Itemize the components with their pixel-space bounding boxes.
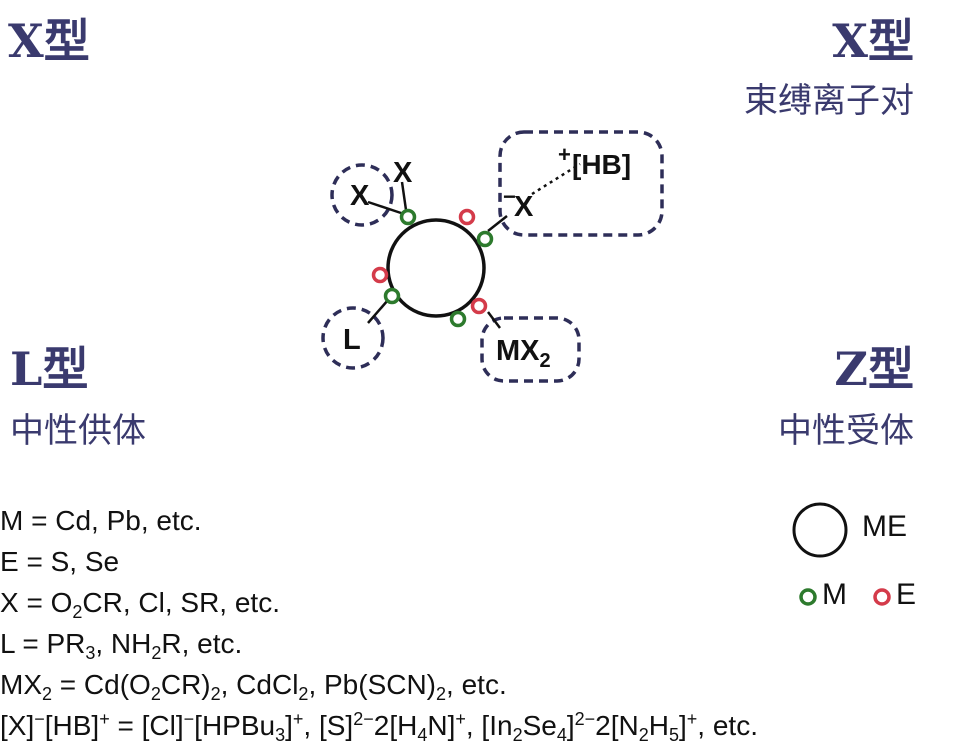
hydrogen-bond-dotted xyxy=(531,162,581,196)
bond-l xyxy=(367,299,389,324)
mx2-subscript: 2 xyxy=(540,350,551,372)
m-legend-dot-icon xyxy=(799,588,817,606)
definition-mx2: MX2 = Cd(O2CR)2, CdCl2, Pb(SCN)2, etc. xyxy=(0,669,507,704)
x-type-corner-top-right: X型 束缚离子对 xyxy=(744,18,914,118)
l-type-corner: L型 中性供体 xyxy=(10,346,146,448)
e-atom-dot xyxy=(371,266,389,284)
bond-x-top xyxy=(400,181,408,211)
bound-ion-pair-dashed-box xyxy=(498,130,664,237)
x-ligand-left: X xyxy=(350,180,370,212)
l-type-label: L型 xyxy=(10,342,89,396)
x-left-dashed-circle xyxy=(330,163,394,227)
bond-mx2 xyxy=(487,311,501,329)
neutral-acceptor-label: 中性受体 xyxy=(778,411,914,451)
l-ligand: L xyxy=(343,324,361,356)
hb-cation: [HB] xyxy=(572,149,631,180)
m-atom-dot xyxy=(449,310,467,328)
m-atom-dot xyxy=(476,230,494,248)
bond-x-charged xyxy=(487,215,508,232)
x-type-label-right: X型 xyxy=(832,14,914,68)
nanocrystal-ligand-diagram: X X + [HB] − X L MX2 xyxy=(321,130,664,383)
x-ligand-top: X xyxy=(393,157,413,189)
z-type-label: Z型 xyxy=(834,342,914,396)
x-type-corner-top-left: X型 xyxy=(8,18,90,64)
nanocrystal-core xyxy=(386,218,486,318)
e-atom-dot xyxy=(470,297,488,315)
x-type-label-left: X型 xyxy=(8,14,90,68)
mx2-ligand: MX2 xyxy=(496,335,551,372)
neutral-donor-label: 中性供体 xyxy=(10,411,146,451)
z-type-corner: Z型 中性受体 xyxy=(778,346,914,448)
e-legend-dot-icon xyxy=(873,588,891,606)
l-dashed-circle xyxy=(321,306,385,370)
e-atom-dot xyxy=(458,208,476,226)
legend-e-label: E xyxy=(896,578,917,611)
definition-m: M = Cd, Pb, etc. xyxy=(0,505,202,536)
mx2-dashed-box xyxy=(480,316,581,383)
bond-x-left xyxy=(367,200,405,216)
m-atom-dot xyxy=(399,208,417,226)
me-legend-circle-icon xyxy=(792,502,848,558)
definition-ion-pair: [X]−[HB]+ = [Cl]−[HPBu3]+, [S]2−2[H4N]+,… xyxy=(0,709,758,745)
definition-x: X = O2CR, Cl, SR, etc. xyxy=(0,587,280,622)
definitions-list: M = Cd, Pb, etc. E = S, Se X = O2CR, Cl,… xyxy=(0,500,758,746)
x-ligand-charged: X xyxy=(514,191,534,223)
plus-charge: + xyxy=(558,142,571,167)
legend-m-label: M xyxy=(822,578,847,611)
legend-me-label: ME xyxy=(862,510,907,543)
definition-l: L = PR3, NH2R, etc. xyxy=(0,628,243,663)
definition-e: E = S, Se xyxy=(0,546,120,577)
minus-charge: − xyxy=(503,184,516,209)
m-atom-dot xyxy=(383,287,401,305)
bound-ion-pair-label: 束缚离子对 xyxy=(744,81,914,121)
